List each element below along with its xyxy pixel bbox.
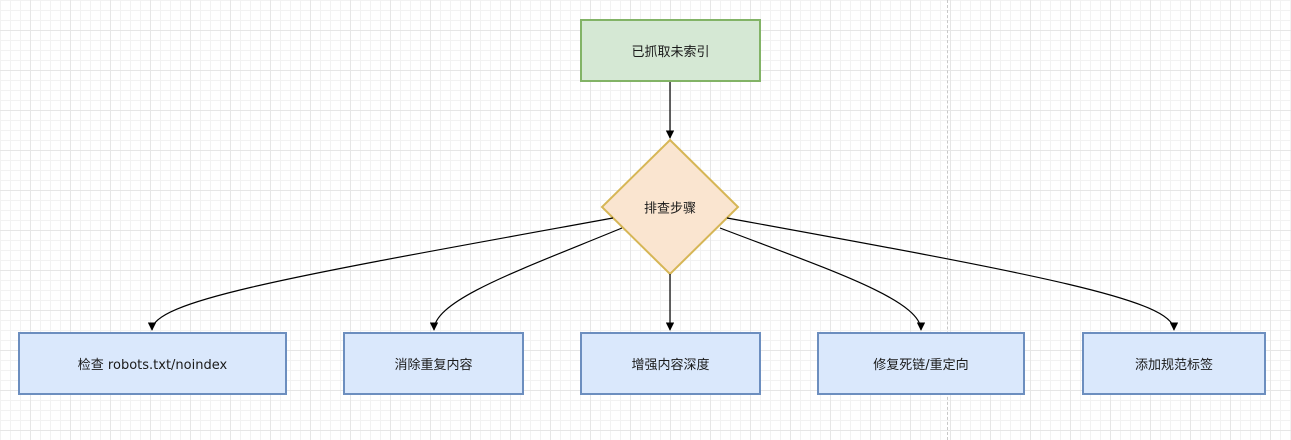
edge-decision-to-action-2 xyxy=(429,227,623,331)
action-node-fix-links[interactable]: 修复死链/重定向 xyxy=(817,332,1025,395)
start-node[interactable]: 已抓取未索引 xyxy=(580,19,761,82)
action-node-label: 消除重复内容 xyxy=(394,358,473,373)
action-node-remove-duplicates[interactable]: 消除重复内容 xyxy=(343,332,524,395)
action-node-label: 修复死链/重定向 xyxy=(873,358,969,373)
edge-decision-to-action-4 xyxy=(719,227,926,331)
action-node-check-robots[interactable]: 检查 robots.txt/noindex xyxy=(18,332,287,395)
action-node-label: 添加规范标签 xyxy=(1134,358,1213,373)
edge-decision-to-action-5 xyxy=(726,217,1179,331)
action-node-label: 增强内容深度 xyxy=(631,358,710,373)
action-node-add-canonical[interactable]: 添加规范标签 xyxy=(1082,332,1266,395)
edge-decision-to-action-1 xyxy=(147,217,614,331)
page-break-line xyxy=(947,0,948,440)
action-node-enhance-depth[interactable]: 增强内容深度 xyxy=(580,332,761,395)
action-node-label: 检查 robots.txt/noindex xyxy=(77,358,228,373)
start-node-label: 已抓取未索引 xyxy=(631,45,710,60)
decision-node-label: 排查步骤 xyxy=(643,201,697,217)
